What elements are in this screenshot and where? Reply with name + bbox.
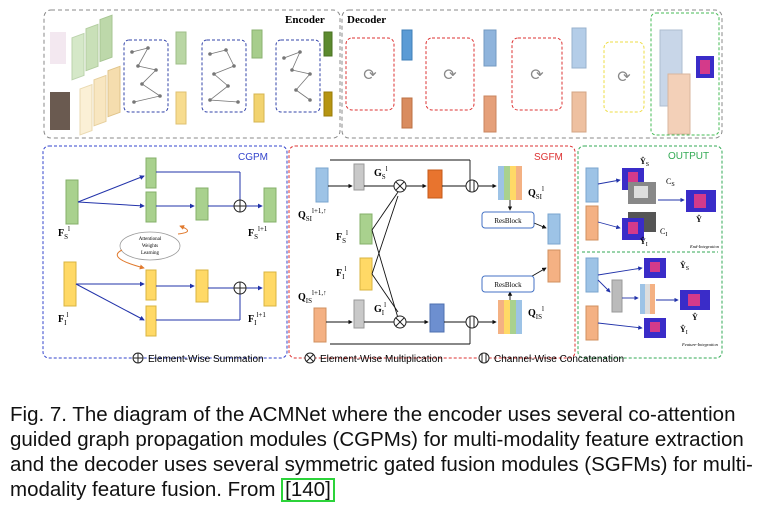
legend-mul-label: Element-Wise Multiplication <box>320 354 443 365</box>
sgfm-fs-label: FSl <box>336 229 348 245</box>
graph-box-1 <box>123 39 169 113</box>
citation-link[interactable]: [140] <box>281 478 335 502</box>
svg-text:⟳: ⟳ <box>617 69 631 86</box>
legend-concat-label: Channel-Wise Concatenation <box>494 354 624 365</box>
cgpm-sum-ops <box>233 199 247 295</box>
sgfm-q-is-out-label: QISl <box>528 305 544 321</box>
attention-line2: Weights <box>142 244 158 249</box>
sgfm-connections <box>326 159 547 345</box>
cgpm-fi-label: FIl <box>58 311 68 327</box>
output-end-integration <box>585 167 716 241</box>
output-title: OUTPUT <box>668 151 709 162</box>
concat-symbol-icon <box>478 352 490 364</box>
output-y2-label: Ŷ <box>692 312 698 322</box>
sgfm-title: SGFM <box>534 152 563 163</box>
sgfm-gs-label: GSl <box>374 165 388 181</box>
cgpm-fi-out-label: FIl+1 <box>248 311 266 327</box>
svg-text:⟳: ⟳ <box>363 67 377 84</box>
output-y-label: Ŷ <box>696 214 702 224</box>
encoder-stack-rgb <box>71 14 113 81</box>
decoder-blocks <box>401 27 691 135</box>
output-feature-integration <box>585 257 710 341</box>
resblock-top-label: ResBlock <box>494 217 522 225</box>
sgfm-q-si-out-label: QSIl <box>528 185 544 201</box>
sgfm-blocks <box>313 163 561 343</box>
output-thumb-panel <box>650 12 720 136</box>
depth-input-image <box>50 92 70 130</box>
decoder-panel <box>341 9 723 139</box>
attention-line3: Learning <box>141 251 160 256</box>
output-cs-label: CS <box>666 177 675 188</box>
cgpm-fs-out-label: FSl+1 <box>248 225 268 241</box>
decoder-title: Decoder <box>347 14 386 26</box>
output-ys2-label: ŶS <box>680 260 689 272</box>
caption-text: Fig. 7. The diagram of the ACMNet where … <box>10 403 753 501</box>
legend: Element-Wise Summation Element-Wise Mult… <box>132 352 624 365</box>
encoder-blocks <box>175 29 333 125</box>
attentional-weights-learning <box>119 231 181 261</box>
graph-box-3 <box>275 39 321 113</box>
sgfm-fi-label: FIl <box>336 265 346 281</box>
figure-caption: Fig. 7. The diagram of the ACMNet where … <box>10 402 770 502</box>
resblock-bottom-label: ResBlock <box>494 281 522 289</box>
decoder-gates: ⟳ ⟳ ⟳ ⟳ <box>345 37 645 113</box>
output-ci-label: CI <box>660 227 667 238</box>
sgfm-concat-ops <box>465 179 479 329</box>
sgfm-mul-ops <box>393 179 407 329</box>
output-yi-label: ŶI <box>640 236 648 248</box>
encoder-stack-depth <box>79 65 121 136</box>
svg-text:⟳: ⟳ <box>530 67 544 84</box>
sgfm-q-si-in-label: QSIl+1,↑ <box>298 207 327 223</box>
mul-symbol-icon <box>304 352 316 364</box>
sgfm-panel <box>288 145 576 359</box>
output-yi2-label: ŶI <box>680 324 688 336</box>
output-ys-label: ŶS <box>640 156 649 168</box>
cgpm-connections <box>75 171 263 321</box>
resblock-top <box>481 211 535 229</box>
acmnet-diagram: Encoder Decoder <box>42 9 723 365</box>
cgpm-blocks <box>63 157 277 337</box>
sgfm-gi-label: GIl <box>374 301 386 317</box>
sum-symbol-icon <box>132 352 144 364</box>
cgpm-title: CGPM <box>238 152 268 163</box>
graph-box-2 <box>201 39 247 113</box>
encoder-title: Encoder <box>285 14 325 26</box>
sgfm-q-is-in-label: QISl+1,↑ <box>298 289 327 305</box>
rgb-input-image <box>50 32 66 64</box>
resblock-bottom <box>481 275 535 293</box>
svg-text:⟳: ⟳ <box>443 67 457 84</box>
attention-line1: Attentional <box>139 237 162 242</box>
output-panel <box>577 145 723 359</box>
cgpm-panel <box>42 145 288 359</box>
end-integration-label: End-Integration <box>689 244 720 249</box>
cgpm-fs-label: FSl <box>58 225 70 241</box>
feature-integration-label: Feature-Integration <box>681 342 719 347</box>
legend-sum-label: Element-Wise Summation <box>148 354 264 365</box>
encoder-panel <box>43 9 341 139</box>
